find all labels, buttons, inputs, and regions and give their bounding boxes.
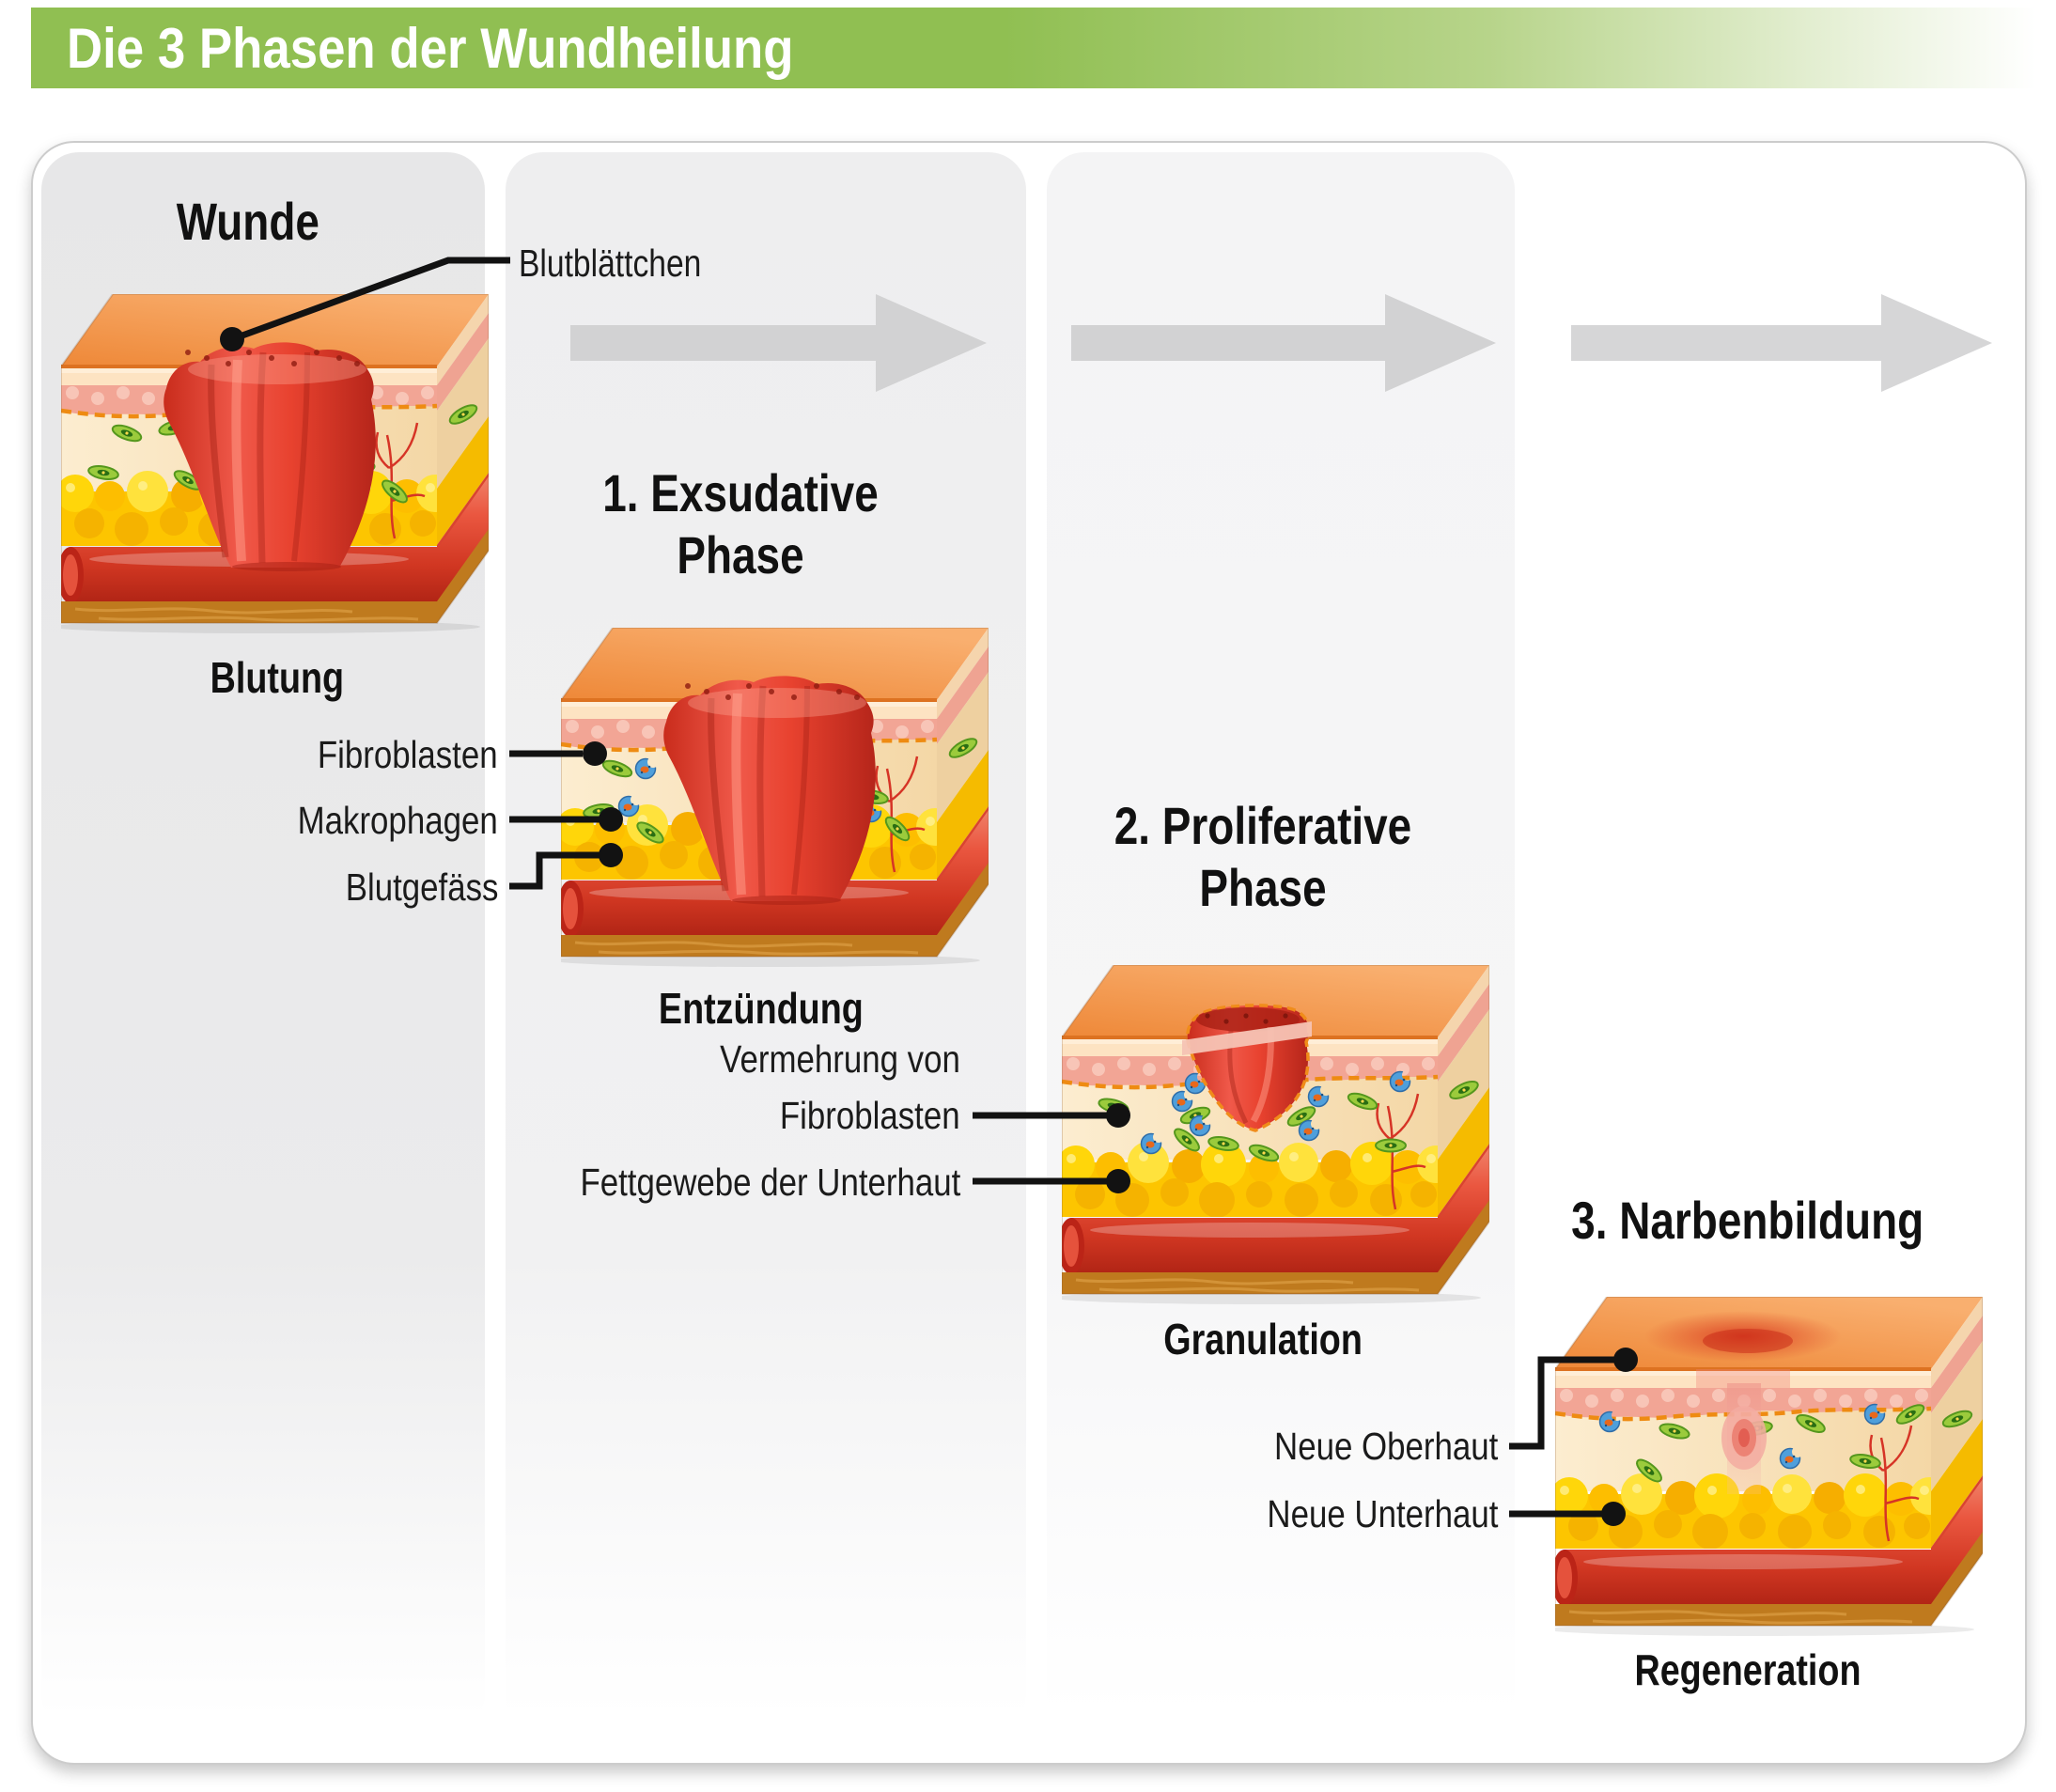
- fibroblast-cell: [1375, 1138, 1407, 1153]
- fibroblast-cell: [1207, 1136, 1239, 1151]
- fibroblast-cell: [1659, 1423, 1690, 1440]
- scar-mark: [1644, 1311, 1842, 1494]
- macrophage-cell: [634, 757, 657, 780]
- blood-clot: [164, 342, 376, 571]
- macrophage-cell: [1863, 1403, 1886, 1426]
- skin-cross-section-stage-2: [561, 628, 989, 968]
- fibroblast-cell: [1796, 1414, 1826, 1433]
- flow-arrow-icon-3: [1571, 294, 1992, 392]
- macrophage-cell: [1307, 1085, 1330, 1108]
- stage4-title: 3. Narbenbildung: [1571, 1191, 1924, 1250]
- stage2-caption: Entzündung: [659, 984, 864, 1033]
- fibroblast-cell: [382, 479, 408, 504]
- makrophagen-label: Makrophagen: [297, 799, 498, 842]
- blutgefaess-label: Blutgefäss: [345, 865, 498, 909]
- page-title: Die 3 Phasen der Wundheilung: [67, 16, 794, 80]
- neue-oberhaut-label: Neue Oberhaut: [1273, 1425, 1498, 1468]
- macrophage-cell: [617, 795, 640, 818]
- stage1-caption: Blutung: [210, 653, 345, 702]
- macrophage-cell: [1389, 1070, 1411, 1093]
- macrophage-cell: [1140, 1132, 1162, 1155]
- fibroblast-cell: [1636, 1458, 1662, 1483]
- stage1-title: Wunde: [176, 192, 320, 251]
- fibroblast-cell: [1449, 1081, 1479, 1099]
- capillary-icon: [1869, 1425, 1920, 1542]
- fibroblast-cell: [1941, 1410, 1973, 1428]
- flow-arrow-icon-1: [570, 294, 987, 392]
- fibroblast-cell: [1248, 1144, 1280, 1162]
- vermehrung-fibroblasten-label: Fibroblasten: [780, 1094, 960, 1137]
- macrophage-cell: [1598, 1410, 1621, 1433]
- header-bar: Die 3 Phasen der Wundheilung: [31, 8, 2056, 88]
- skin-cross-section-stage-1: [61, 294, 489, 634]
- fettgewebe-label: Fettgewebe der Unterhaut: [580, 1161, 960, 1204]
- fibroblast-cell: [948, 738, 978, 758]
- fibroblast-cell: [1849, 1454, 1881, 1469]
- macrophage-cell: [1171, 1090, 1193, 1113]
- fibroblast-cell: [1174, 1128, 1200, 1152]
- capillary-icon: [1376, 1093, 1426, 1210]
- flow-arrow-icon-2: [1071, 294, 1496, 392]
- fibroblast-cell: [448, 404, 478, 425]
- blood-vessel: [1555, 1479, 1983, 1606]
- fibroblast-cell: [87, 465, 119, 480]
- fibroblast-cell: [636, 821, 664, 844]
- fibroblast-cell: [1347, 1092, 1378, 1111]
- neue-unterhaut-label: Neue Unterhaut: [1266, 1492, 1498, 1535]
- fibroblast-cell: [884, 816, 911, 842]
- skin-cross-section-stage-4: [1555, 1297, 1983, 1637]
- fibroblast-cell: [1895, 1404, 1925, 1425]
- blood-clot: [663, 676, 876, 905]
- vermehrung-von-label: Vermehrung von: [720, 1037, 960, 1081]
- skin-cross-section-stage-3: [1062, 965, 1489, 1305]
- small-blood-clot: [1182, 1004, 1312, 1132]
- macrophage-cell: [1779, 1447, 1801, 1470]
- macrophage-cell: [1184, 1072, 1207, 1095]
- macrophage-cell: [1298, 1119, 1320, 1142]
- fibroblast-cell: [111, 424, 143, 443]
- blood-vessel: [1062, 1147, 1489, 1274]
- blutblaettchen-label: Blutblättchen: [519, 242, 702, 285]
- stage-column-proliferative: [1047, 152, 1515, 1733]
- stage4-caption: Regeneration: [1634, 1645, 1861, 1694]
- fibroblasten-label: Fibroblasten: [318, 733, 498, 776]
- stage3-caption: Granulation: [1163, 1315, 1363, 1363]
- macrophage-cell: [1189, 1114, 1211, 1137]
